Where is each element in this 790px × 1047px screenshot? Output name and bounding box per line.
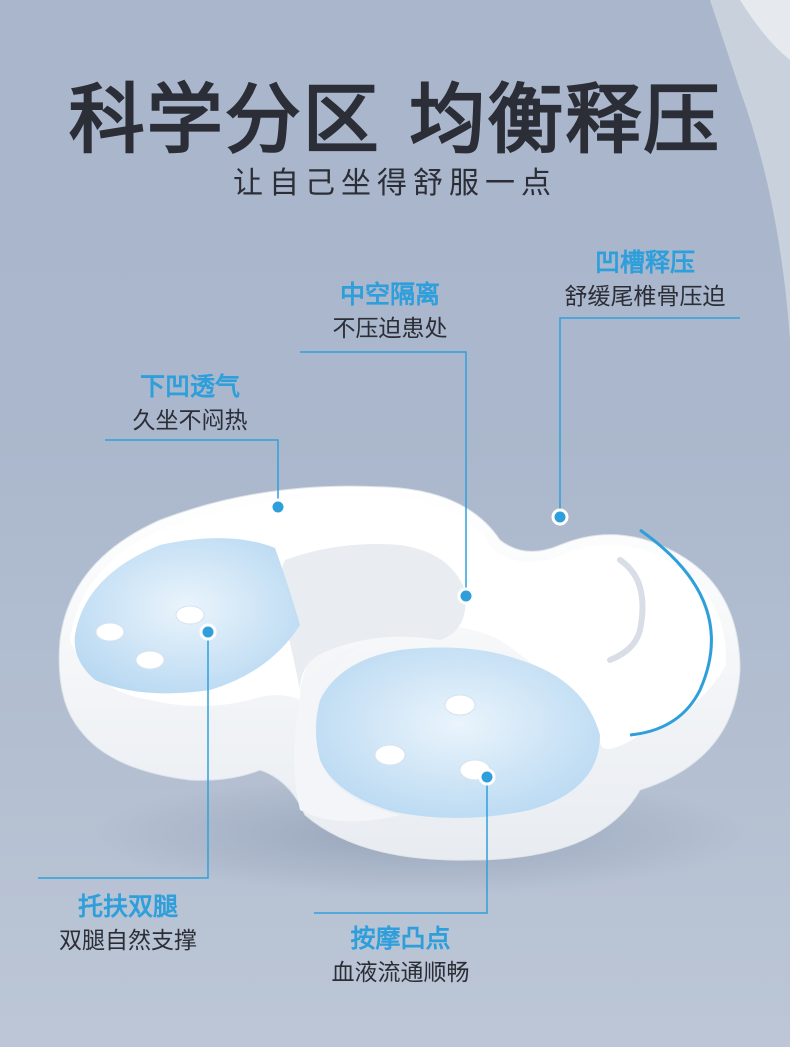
callout-vent-desc: 久坐不闷热 — [132, 408, 248, 434]
marker-dot-leg — [199, 623, 217, 641]
leader-line-hollow — [300, 351, 467, 595]
callout-groove: 凹槽释压 舒缓尾椎骨压迫 — [555, 246, 735, 314]
groove-line — [607, 557, 646, 663]
leader-line-leg — [38, 632, 209, 879]
callout-massage-title: 按摩凸点 — [350, 924, 451, 953]
callout-hollow-desc: 不压迫患处 — [332, 316, 448, 342]
leader-line-vent — [105, 439, 279, 505]
marker-dot-vent — [269, 498, 287, 516]
callout-massage-desc: 血液流通顺畅 — [331, 960, 470, 986]
cushion-hollow — [279, 544, 466, 690]
marker-dots — [199, 498, 569, 786]
cushion-front-side — [294, 645, 400, 822]
callout-vent: 下凹透气 久坐不闷热 — [110, 370, 270, 438]
callout-leg-title: 托扶双腿 — [77, 892, 178, 921]
callout-hollow: 中空隔离 不压迫患处 — [310, 278, 470, 346]
callout-hollow-title: 中空隔离 — [339, 280, 440, 309]
corner-decoration — [710, 0, 790, 340]
leader-lines — [38, 317, 740, 914]
callout-leg: 托扶双腿 双腿自然支撑 — [48, 890, 208, 958]
subheadline: 让自己坐得舒服一点 — [233, 166, 557, 201]
accent-arc — [629, 528, 713, 737]
marker-dot-massage — [478, 768, 496, 786]
callout-leg-desc: 双腿自然支撑 — [59, 928, 197, 954]
callout-vent-title: 下凹透气 — [139, 372, 240, 401]
leader-line-massage — [314, 777, 488, 914]
marker-dot-groove — [551, 508, 569, 526]
callout-massage: 按摩凸点 血液流通顺畅 — [318, 922, 483, 990]
headline: 科学分区 均衡释压 — [68, 75, 722, 164]
callout-groove-desc: 舒缓尾椎骨压迫 — [564, 284, 726, 310]
callout-groove-title: 凹槽释压 — [594, 248, 695, 277]
marker-dot-hollow — [457, 587, 475, 605]
leader-line-groove — [559, 317, 740, 515]
gel-zone-front — [316, 647, 600, 819]
